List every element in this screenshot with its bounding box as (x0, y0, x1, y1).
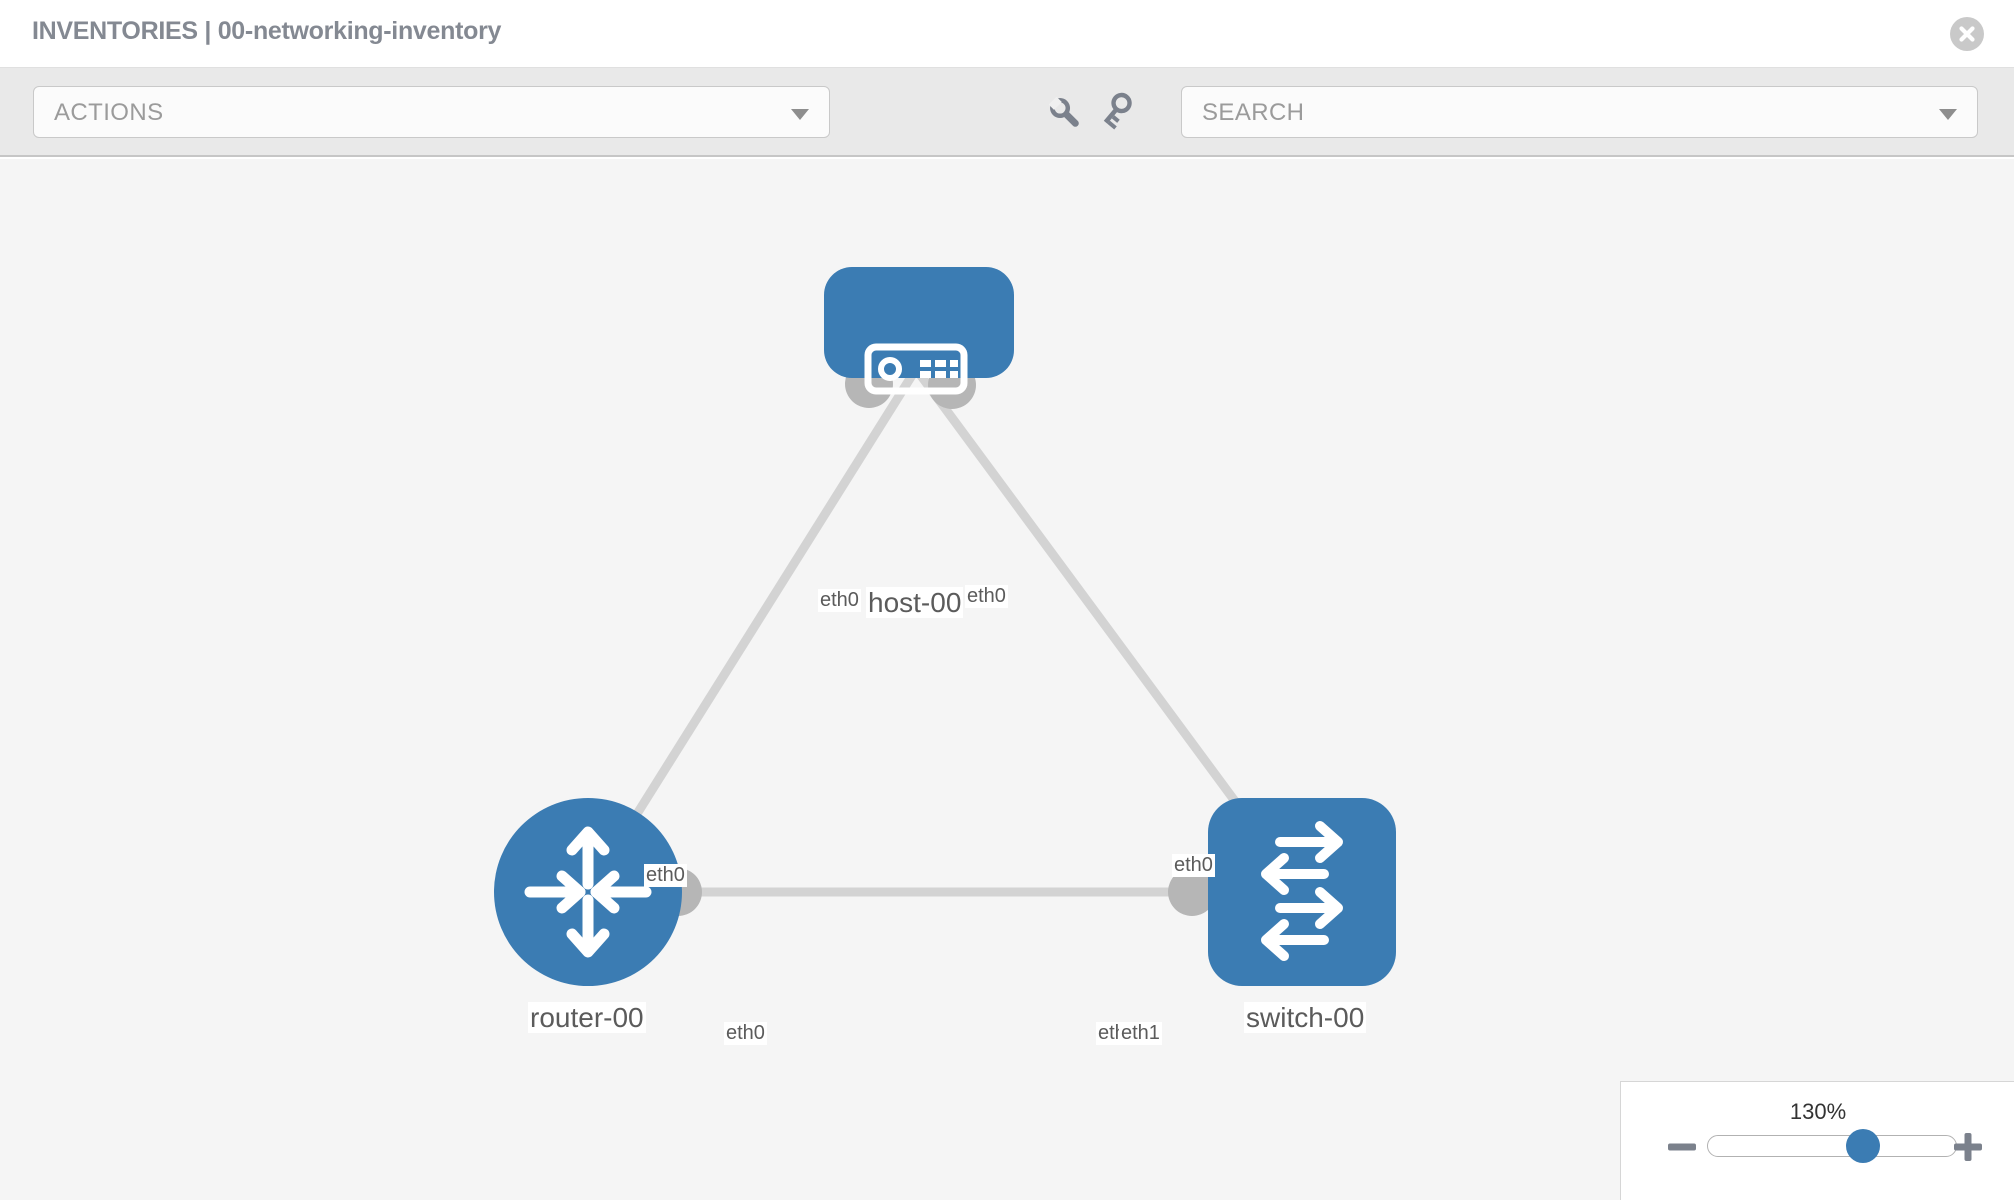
search-input[interactable]: SEARCH (1181, 86, 1978, 138)
chevron-down-icon (1939, 109, 1957, 120)
zoom-percent-label: 130% (1789, 1099, 1847, 1124)
node-switch-00[interactable] (1208, 798, 1396, 986)
toolbar: ACTIONS SEARCH (0, 68, 2014, 157)
topology-canvas[interactable]: eth0 eth0 eth0 eth0 eth0 eth0 eth1 host-… (0, 159, 2014, 1200)
zoom-slider-handle[interactable] (1846, 1129, 1880, 1163)
actions-dropdown[interactable]: ACTIONS (33, 86, 830, 138)
iface-label-host-left: eth0 (818, 589, 861, 612)
iface-label-switch-left-b: eth1 (1119, 1022, 1162, 1045)
iface-label-host-right: eth0 (965, 585, 1008, 608)
iface-label-router-right: eth0 (724, 1022, 767, 1045)
link-router-host (584, 366, 920, 895)
port-switch-left (1168, 868, 1216, 916)
minus-icon[interactable] (1665, 1130, 1699, 1164)
wrench-icon[interactable] (1044, 92, 1086, 134)
node-host-00[interactable] (824, 267, 1014, 395)
close-icon[interactable] (1950, 17, 1984, 51)
iface-label-router-up: eth0 (644, 864, 687, 887)
node-label-router-00: router-00 (528, 1002, 646, 1034)
zoom-slider-track[interactable] (1707, 1135, 1957, 1157)
node-label-switch-00: switch-00 (1244, 1002, 1367, 1034)
topology-graph (494, 267, 1396, 986)
actions-dropdown-label: ACTIONS (54, 99, 164, 126)
iface-label-switch-up: eth0 (1172, 854, 1215, 877)
chevron-down-icon (791, 109, 809, 120)
topology-ports (654, 360, 1256, 970)
zoom-control: 130% (1620, 1081, 2014, 1200)
node-router-00[interactable] (494, 798, 682, 986)
node-label-host-00: host-00 (866, 587, 964, 619)
page-title: INVENTORIES | 00-networking-inventory (32, 17, 502, 45)
topology-links (584, 366, 1306, 897)
key-icon[interactable] (1100, 92, 1142, 134)
page-header: INVENTORIES | 00-networking-inventory (0, 0, 2014, 68)
plus-icon[interactable] (1951, 1130, 1985, 1164)
search-placeholder: SEARCH (1202, 99, 1305, 126)
